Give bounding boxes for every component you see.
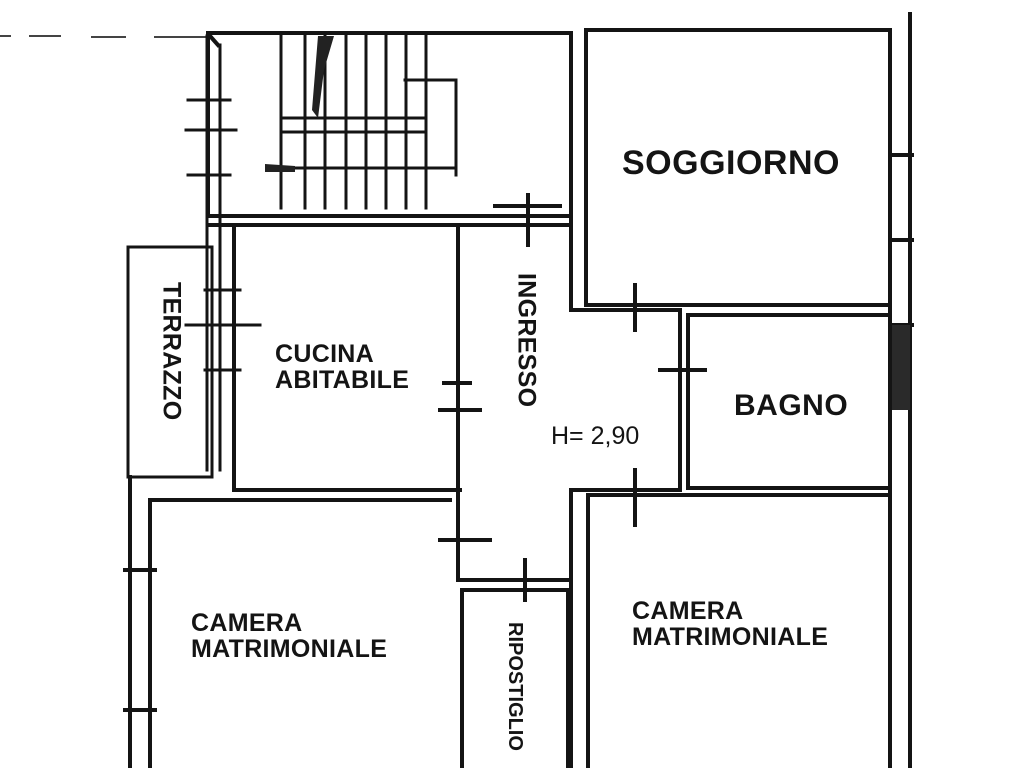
- left-window-wall: [184, 34, 262, 472]
- stairwell: [206, 31, 573, 227]
- terrazzo-outline: [126, 245, 214, 479]
- bagno-walls: [686, 313, 892, 490]
- room-label-soggiorno: SOGGIORNO: [622, 144, 840, 182]
- stair-treads: [268, 34, 458, 210]
- camera-right-line-1: CAMERA: [632, 597, 744, 625]
- ripostiglio-walls: [460, 588, 570, 768]
- dashed-boundary-line: [0, 35, 213, 38]
- room-label-camera-right: CAMERA MATRIMONIALE: [632, 598, 828, 651]
- camera-left-line-1: CAMERA: [191, 609, 303, 637]
- camera-right-walls: [586, 493, 892, 768]
- camera-left-walls: [123, 475, 452, 768]
- ceiling-height-label: H= 2,90: [551, 422, 640, 450]
- room-label-bagno: BAGNO: [734, 389, 849, 422]
- room-label-camera-left: CAMERA MATRIMONIALE: [191, 610, 387, 663]
- room-label-ingresso: INGRESSO: [512, 273, 541, 408]
- cucina-walls: [232, 226, 482, 582]
- camera-right-line-2: MATRIMONIALE: [632, 623, 829, 652]
- room-label-ripostiglio: RIPOSTIGLIO: [504, 622, 526, 751]
- room-label-cucina: CUCINA ABITABILE: [275, 341, 409, 394]
- ingresso-walls: [438, 193, 707, 768]
- cucina-line-2: ABITABILE: [275, 366, 410, 395]
- camera-left-line-2: MATRIMONIALE: [191, 635, 388, 664]
- room-label-terrazzo: TERRAZZO: [157, 282, 186, 421]
- cucina-line-1: CUCINA: [275, 340, 375, 368]
